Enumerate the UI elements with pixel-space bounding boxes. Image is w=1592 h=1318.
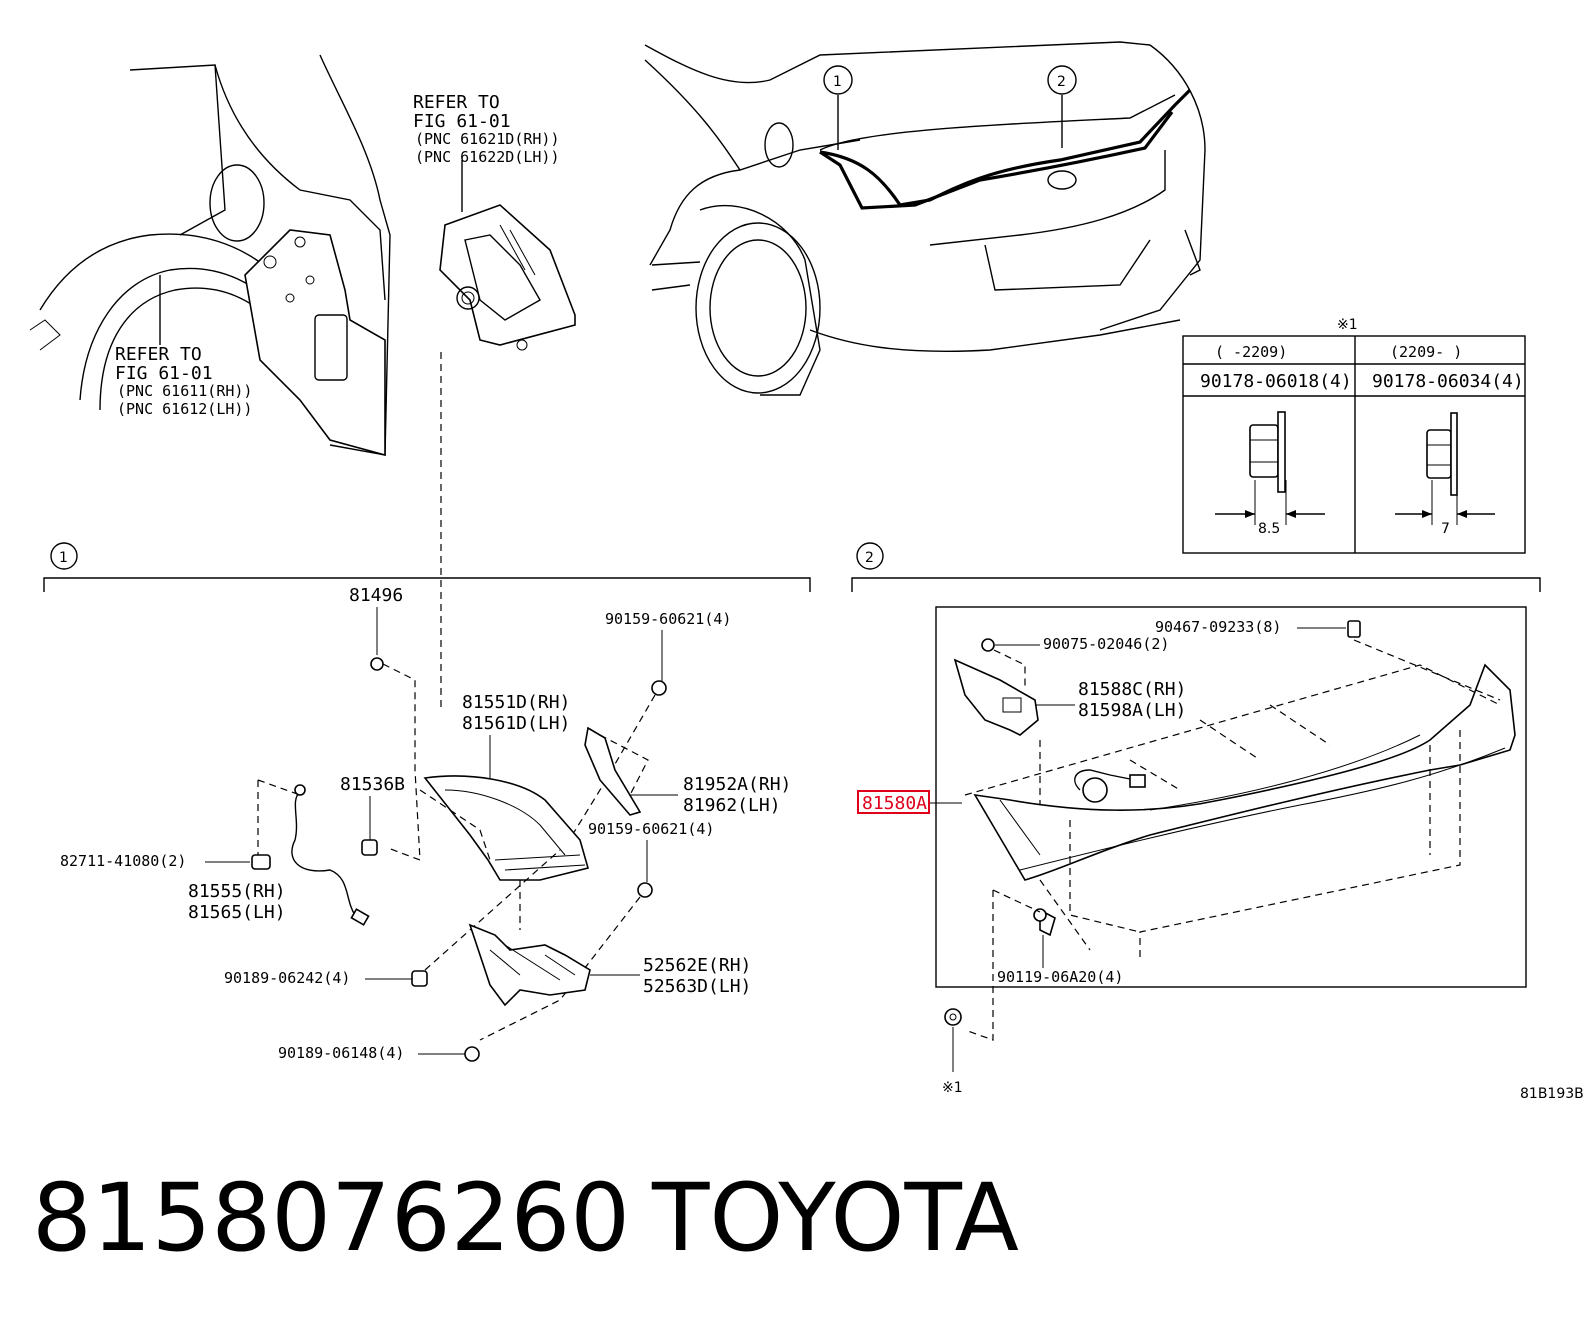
label-90075: 90075-02046(2) bbox=[1043, 635, 1169, 653]
note-mark-clip: ※1 bbox=[942, 1080, 963, 1096]
label-81580a[interactable]: 81580A bbox=[862, 793, 927, 814]
table-col2-header: (2209- ) bbox=[1390, 343, 1462, 361]
ref-top-line1: REFER TO bbox=[413, 92, 500, 113]
callout-2-top: 2 bbox=[1057, 74, 1066, 90]
label-90189-06242: 90189-06242(4) bbox=[224, 969, 350, 987]
label-81555: 81555(RH) bbox=[188, 881, 286, 902]
label-90159-top: 90159-60621(4) bbox=[605, 610, 731, 628]
table-col2-part: 90178-06034(4) bbox=[1372, 371, 1524, 392]
quarter-panel-illustration: REFER TO FIG 61-01 (PNC 61611(RH)) (PNC … bbox=[29, 54, 391, 457]
lamp-housing-illustration: REFER TO FIG 61-01 (PNC 61621D(RH)) (PNC… bbox=[413, 92, 576, 710]
label-81588c: 81588C(RH) bbox=[1078, 679, 1186, 700]
highlight-box-81580a bbox=[857, 790, 930, 814]
callout-1-top: 1 bbox=[833, 74, 842, 90]
diagram-code: 81B193B bbox=[1520, 1086, 1584, 1102]
ref-top-line2: FIG 61-01 bbox=[413, 111, 511, 132]
ref-top-line3: (PNC 61621D(RH)) bbox=[415, 130, 560, 148]
label-81952a: 81952A(RH) bbox=[683, 774, 791, 795]
group-1: 1 81496 90159-60621(4) 81551D(RH) 81561D… bbox=[43, 542, 811, 1062]
group-2-callout: 2 bbox=[865, 550, 874, 566]
fastener-note-table: ※1 ( -2209) (2209- ) 90178-06018(4) 9017… bbox=[1182, 317, 1526, 554]
ref-left-line2: FIG 61-01 bbox=[115, 363, 213, 384]
label-82711: 82711-41080(2) bbox=[60, 852, 186, 870]
label-81561d: 81561D(LH) bbox=[462, 713, 570, 734]
label-81962: 81962(LH) bbox=[683, 795, 781, 816]
table-col1-part: 90178-06018(4) bbox=[1200, 371, 1352, 392]
part-number: 8158076260 bbox=[32, 1164, 630, 1273]
label-81565: 81565(LH) bbox=[188, 902, 286, 923]
brand-name: TOYOTA bbox=[651, 1164, 1019, 1273]
car-rear-illustration: 1 2 bbox=[644, 41, 1206, 396]
group-2: 2 90467-09233(8) 90075-02046(2) 81588C(R… bbox=[851, 542, 1584, 1102]
label-81536b: 81536B bbox=[340, 774, 405, 795]
table-note-mark: ※1 bbox=[1337, 317, 1358, 333]
label-90159-mid: 90159-60621(4) bbox=[588, 820, 714, 838]
ref-top-line4: (PNC 61622D(LH)) bbox=[415, 148, 560, 166]
label-52562e: 52562E(RH) bbox=[643, 955, 751, 976]
label-81598a: 81598A(LH) bbox=[1078, 700, 1186, 721]
ref-left-line1: REFER TO bbox=[115, 344, 202, 365]
table-col1-header: ( -2209) bbox=[1215, 343, 1287, 361]
label-52563d: 52563D(LH) bbox=[643, 976, 751, 997]
ref-left-line4: (PNC 61612(LH)) bbox=[117, 400, 252, 418]
group-1-callout: 1 bbox=[59, 550, 68, 566]
ref-left-line3: (PNC 61611(RH)) bbox=[117, 382, 252, 400]
label-90119: 90119-06A20(4) bbox=[997, 968, 1123, 986]
label-90189-06148: 90189-06148(4) bbox=[278, 1044, 404, 1062]
label-81496: 81496 bbox=[349, 585, 403, 606]
table-dim-2: 7 bbox=[1441, 521, 1450, 537]
table-dim-1: 8.5 bbox=[1258, 521, 1280, 537]
label-90467: 90467-09233(8) bbox=[1155, 618, 1281, 636]
label-81551d: 81551D(RH) bbox=[462, 692, 570, 713]
